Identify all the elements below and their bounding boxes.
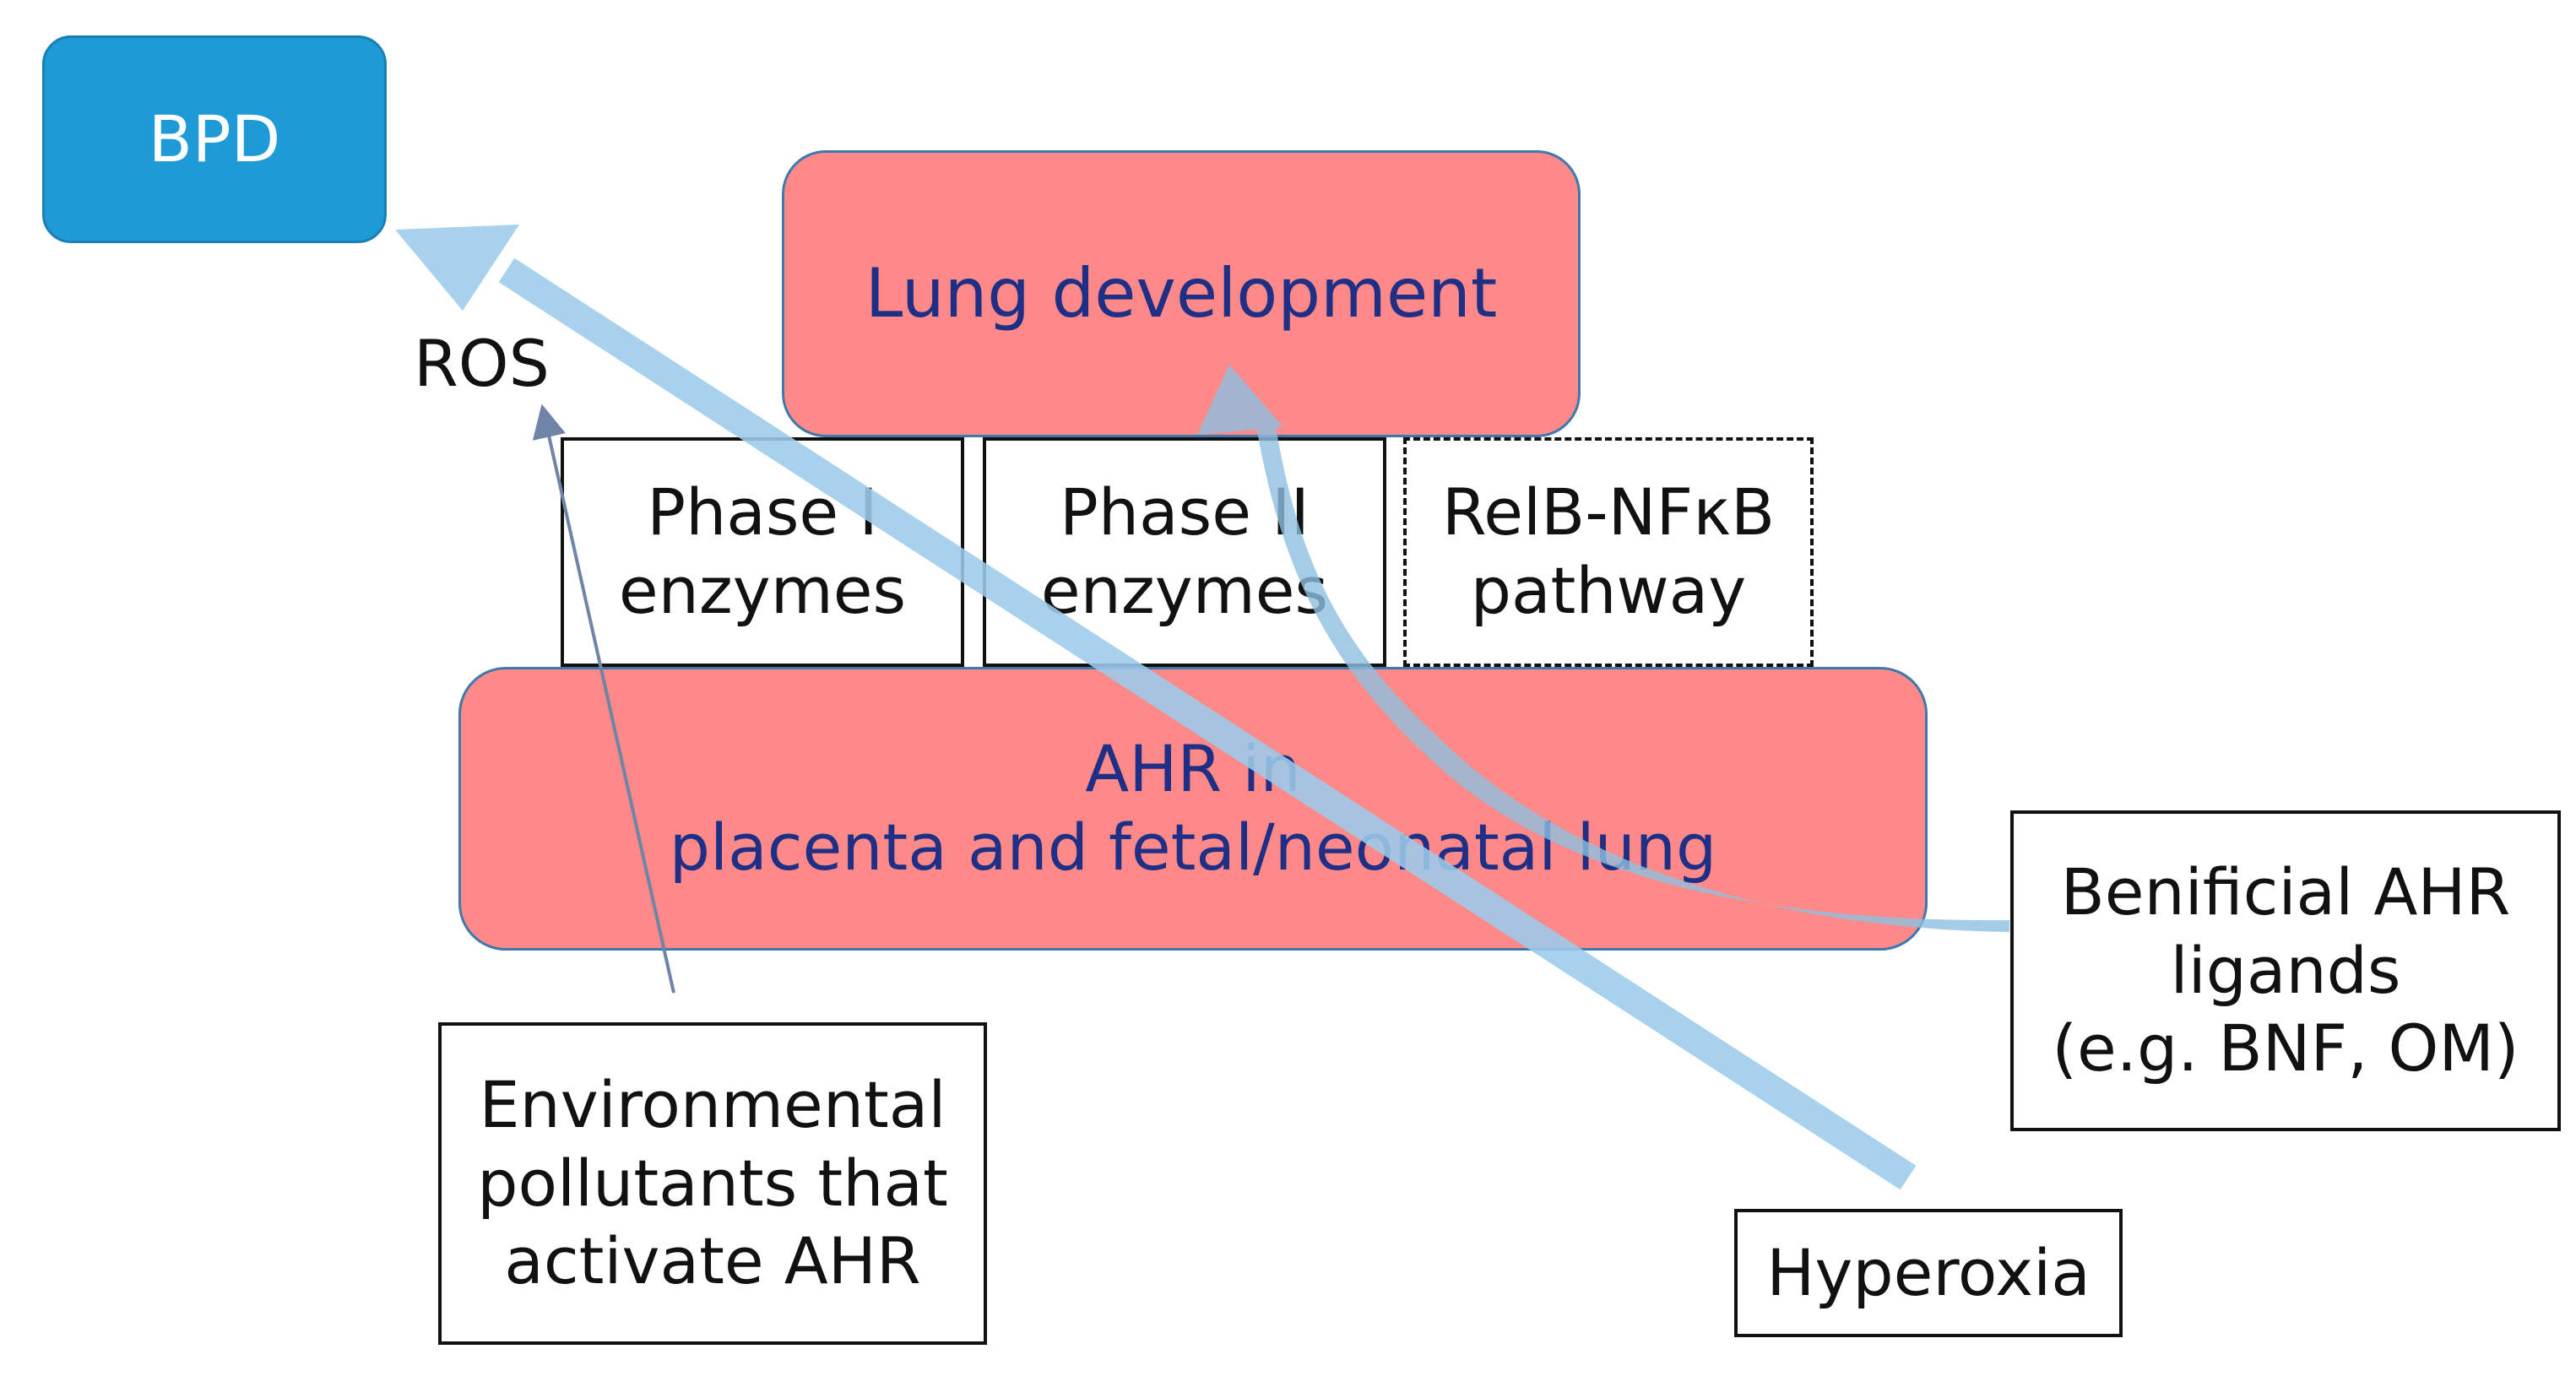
relb-nfkb-box: RelB-NFκB pathway	[1403, 437, 1814, 667]
ligands-box: Benificial AHR ligands (e.g. BNF, OM)	[2010, 810, 2561, 1131]
hyperoxia-to-bpd-arrow	[395, 225, 1917, 1190]
phase2-enzymes-label: Phase II enzymes	[1040, 474, 1329, 628]
ligands-to-lung-development-arrow	[1197, 365, 2009, 932]
ros-label: ROS	[414, 326, 550, 401]
relb-nfkb-label: RelB-NFκB pathway	[1441, 474, 1776, 628]
ligands-label: Benificial AHR ligands (e.g. BNF, OM)	[2052, 853, 2519, 1086]
lung-development-label: Lung development	[865, 254, 1498, 333]
lung-development-node: Lung development	[782, 150, 1581, 437]
bpd-node: BPD	[42, 35, 387, 243]
pollutants-to-ros-arrow	[532, 404, 675, 994]
hyperoxia-label: Hyperoxia	[1766, 1234, 2091, 1310]
bpd-label: BPD	[148, 100, 281, 176]
pollutants-box: Environmental pollutants that activate A…	[438, 1022, 987, 1345]
hyperoxia-box: Hyperoxia	[1734, 1209, 2123, 1337]
pollutants-label: Environmental pollutants that activate A…	[477, 1066, 948, 1299]
